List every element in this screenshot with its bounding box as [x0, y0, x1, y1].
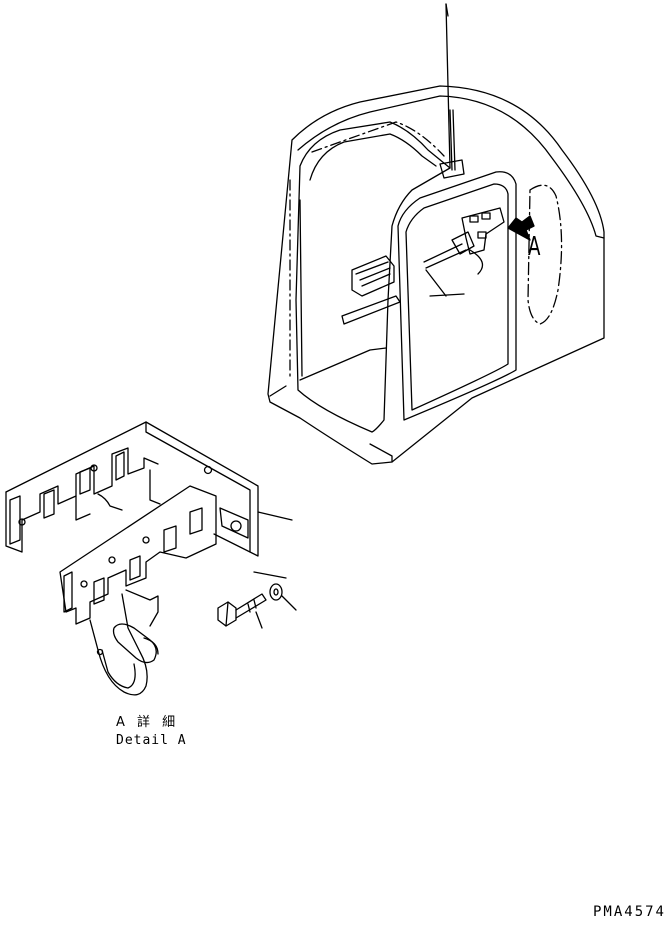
view-callout-label: A — [528, 232, 541, 262]
antenna — [440, 4, 464, 178]
washer-icon — [270, 584, 296, 610]
detail-bracket-assembly — [6, 422, 292, 695]
drawing-code: PMA4574 — [592, 904, 666, 920]
view-arrow-icon — [508, 216, 534, 240]
cab-outline — [268, 86, 604, 464]
detail-label-english: Detail A — [116, 733, 187, 748]
bolt-icon — [218, 594, 266, 628]
detail-label-japanese: A 詳 細 — [116, 715, 180, 730]
